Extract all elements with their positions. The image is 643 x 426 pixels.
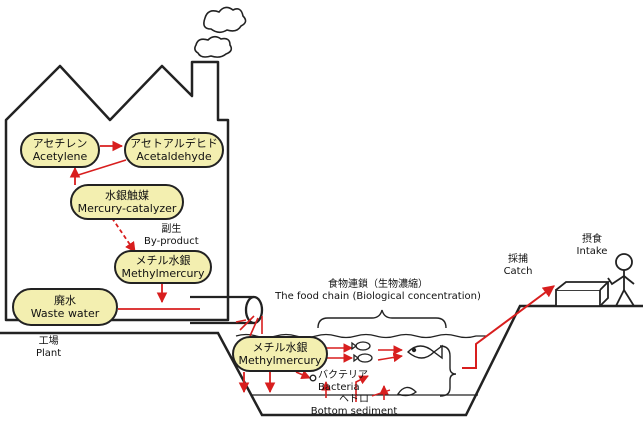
discharge-pipe-opening — [244, 295, 264, 325]
ground-and-seabed — [0, 304, 643, 417]
bacteria-icon — [309, 374, 317, 382]
plankton-icon — [351, 341, 373, 363]
sediment-en: Bottom sediment — [310, 406, 398, 417]
catch-jp: 採捕 — [508, 254, 528, 265]
shellfish-icon — [397, 386, 417, 397]
arrow-sediment-up — [355, 375, 369, 402]
food-chain-en: The food chain (Biological concentration… — [275, 291, 481, 302]
sediment-jp: ヘドロ — [339, 394, 369, 405]
food-chain-jp: 食物連鎖（生物濃縮） — [328, 279, 428, 290]
arrow-methylmercury-to-bacteria — [295, 370, 311, 380]
bacteria-en: Bacteria — [318, 382, 360, 393]
bacteria-label: バクテリア Bacteria — [318, 370, 368, 394]
byproduct-en: By-product — [144, 236, 199, 247]
sea-methylmercury-jp: メチル水銀 — [252, 341, 308, 354]
acetylene-jp: アセチレン — [32, 137, 88, 150]
plant-methylmercury-en: Methylmercury — [121, 267, 205, 280]
plant-label: 工場 Plant — [36, 336, 61, 360]
water-surface — [235, 333, 486, 339]
discharge-pipe — [190, 295, 254, 325]
byproduct-label: 副生 By-product — [144, 224, 199, 248]
smoke-cloud-top — [203, 6, 247, 34]
intake-en: Intake — [576, 246, 608, 257]
waste-en: Waste water — [30, 307, 100, 320]
arrow-catch — [462, 285, 555, 369]
sea-methylmercury-en: Methylmercury — [238, 354, 322, 367]
catch-en: Catch — [503, 266, 533, 277]
sea-creatures-bracket — [439, 345, 457, 397]
catch-label: 採捕 Catch — [496, 254, 540, 278]
mercury-catalyst-box: 水銀触媒 Mercury-catalyzer — [70, 184, 184, 220]
sea-methylmercury-box: メチル水銀 Methylmercury — [232, 336, 328, 372]
plant-jp: 工場 — [38, 336, 59, 347]
acetaldehyde-en: Acetaldehyde — [136, 150, 212, 163]
plant-methylmercury-box: メチル水銀 Methylmercury — [114, 250, 212, 284]
arrow-to-shellfish — [371, 389, 391, 397]
arrow-smallfish-to-fish — [377, 352, 403, 363]
acetaldehyde-jp: アセトアルデヒド — [130, 137, 218, 150]
discharge-spray — [235, 315, 263, 337]
food-chain-label: 食物連鎖（生物濃縮） The food chain (Biological co… — [272, 279, 484, 303]
fish-crate-icon — [555, 281, 611, 307]
byproduct-jp: 副生 — [161, 224, 182, 235]
sediment-label: ヘドロ Bottom sediment — [304, 394, 404, 418]
smoke-cloud-bottom — [194, 35, 233, 58]
acetaldehyde-box: アセトアルデヒド Acetaldehyde — [124, 132, 224, 168]
waste-jp: 廃水 — [54, 294, 76, 307]
food-chain-brace — [317, 309, 447, 329]
intake-label: 摂食 Intake — [572, 234, 612, 258]
plant-methylmercury-jp: メチル水銀 — [135, 254, 191, 267]
plant-en: Plant — [36, 348, 62, 359]
catalyst-en: Mercury-catalyzer — [77, 202, 177, 215]
arrow-catalyst-to-acetaldehyde-link — [74, 159, 127, 177]
acetylene-box: アセチレン Acetylene — [20, 132, 100, 168]
acetylene-en: Acetylene — [32, 150, 88, 163]
catalyst-jp: 水銀触媒 — [105, 189, 149, 202]
person-icon — [607, 253, 635, 307]
bacteria-jp: バクテリア — [318, 370, 368, 381]
waste-water-box: 廃水 Waste water — [12, 288, 118, 326]
fish-icon — [406, 344, 443, 360]
intake-jp: 摂食 — [582, 234, 602, 245]
